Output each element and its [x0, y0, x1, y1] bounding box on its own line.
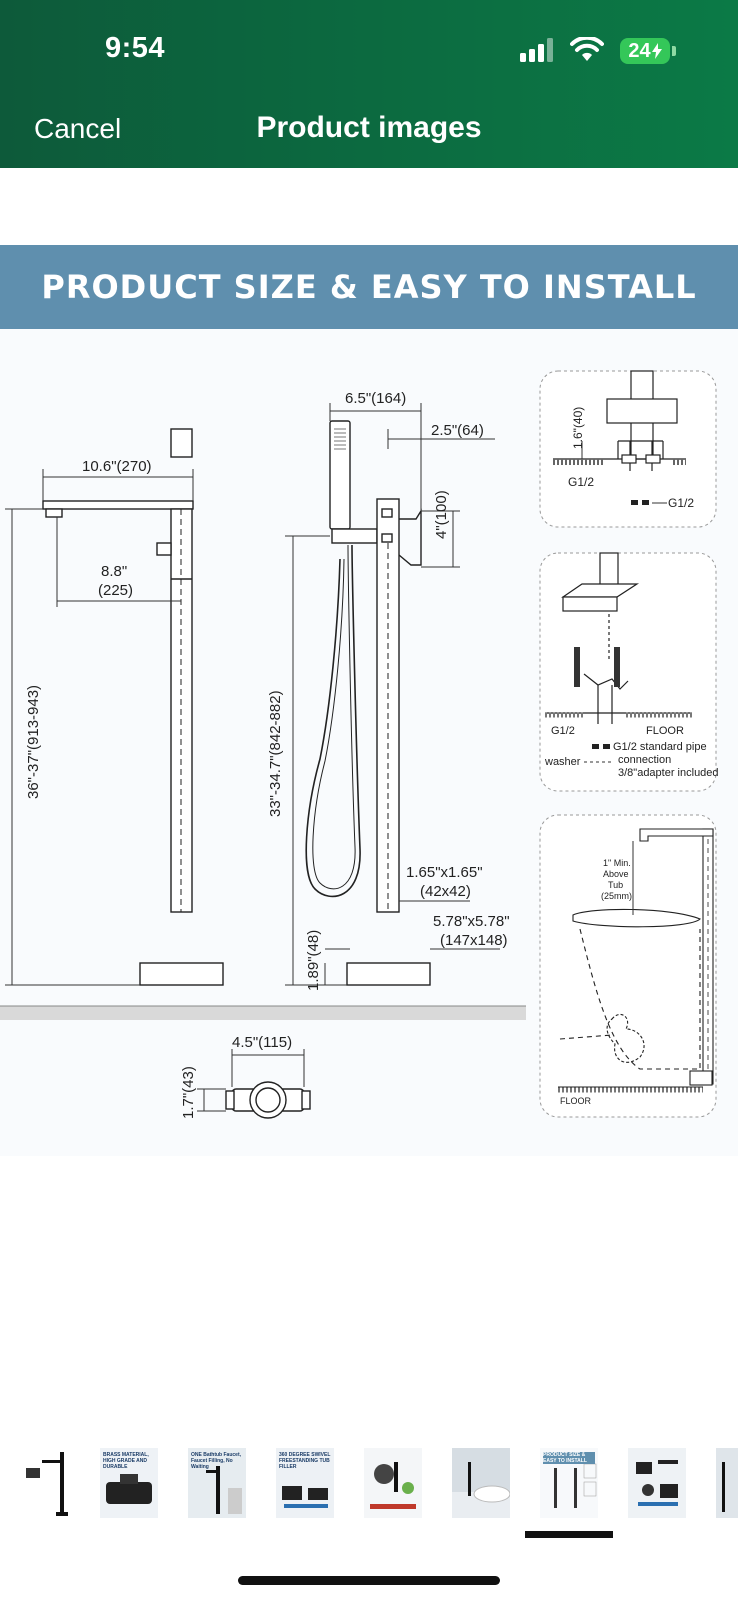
dimension-drawing: 10.6"(270) 8.8" (225) 36"-37"(913-943)	[0, 370, 719, 1119]
home-indicator[interactable]	[238, 1576, 500, 1585]
thumbnail-9[interactable]	[716, 1448, 738, 1518]
wifi-icon	[570, 37, 604, 61]
dim-6-5: 6.5"(164)	[345, 390, 406, 407]
battery-level: 24	[628, 39, 651, 62]
dim-33-34: 33"-34.7"(842-882)	[267, 690, 284, 817]
dim-2-5: 2.5"(64)	[431, 422, 484, 439]
left-dimension-lines	[5, 469, 194, 986]
cellular-signal-icon	[520, 38, 553, 62]
product-banner: PRODUCT SIZE & EASY TO INSTALL	[0, 245, 738, 329]
panel1-dim-1-6: 1.6"(40)	[571, 407, 585, 449]
dim-1-7: 1.7"(43)	[180, 1066, 197, 1119]
thumbnail-4[interactable]: 360 DEGREE SWIVEL FREESTANDING TUB FILLE…	[276, 1448, 334, 1518]
install-panel-1: 1.6"(40) G1/2 G1/2	[539, 370, 717, 528]
active-thumbnail-indicator	[525, 1531, 613, 1538]
dim-8-8-a: 8.8"	[101, 563, 127, 580]
panel2-adapter: 3/8"adapter included	[618, 767, 719, 779]
status-icons	[520, 36, 604, 64]
panel3-min: 1" Min.	[603, 858, 631, 868]
panel1-g12-b: G1/2	[668, 496, 694, 510]
battery-tip	[672, 46, 676, 56]
thumbnail-1[interactable]	[12, 1448, 70, 1518]
top-header: 9:54 24 Cancel Product images	[0, 0, 738, 168]
thumbnail-strip: BRASS MATERIAL, HIGH GRADE AND DURABLE O…	[0, 1448, 738, 1518]
dim-36-37: 36"-37"(913-943)	[25, 685, 42, 799]
thumbnail-8[interactable]	[628, 1448, 686, 1518]
battery-indicator: 24	[620, 38, 670, 64]
thumbnail-3-caption: ONE Bathtub Faucet, Faucet Filling, No W…	[191, 1452, 242, 1470]
thumbnail-3[interactable]: ONE Bathtub Faucet, Faucet Filling, No W…	[188, 1448, 246, 1518]
install-panel-3: 1" Min. Above Tub (25mm) FLOOR	[539, 814, 717, 1118]
faucet-front-view	[305, 420, 431, 986]
panel1-g12-a: G1/2	[568, 475, 594, 489]
panel3-tub: Tub	[608, 880, 623, 890]
thumbnail-7-caption: PRODUCT SIZE & EASY TO INSTALL	[543, 1452, 595, 1464]
dim-8-8-b: (225)	[98, 582, 133, 599]
thumbnail-5[interactable]	[364, 1448, 422, 1518]
dim-5-78-a: 5.78"x5.78"	[433, 913, 510, 930]
panel2-std-pipe: G1/2 standard pipe	[613, 741, 707, 753]
product-dimension-diagram: 10.6"(270) 8.8" (225) 36"-37"(913-943)	[0, 329, 738, 1156]
thumbnail-2-caption: BRASS MATERIAL, HIGH GRADE AND DURABLE	[103, 1452, 149, 1470]
page-title: Product images	[256, 111, 482, 144]
charging-bolt-icon	[651, 43, 662, 59]
faucet-side-view	[42, 428, 224, 986]
panel3-mm: (25mm)	[601, 891, 632, 901]
panel3-floor: FLOOR	[560, 1096, 592, 1106]
panel2-floor: FLOOR	[646, 725, 684, 737]
thumbnail-4-caption: 360 DEGREE SWIVEL FREESTANDING TUB FILLE…	[279, 1452, 331, 1470]
cancel-button[interactable]: Cancel	[34, 113, 122, 144]
thumbnail-7-active[interactable]: PRODUCT SIZE & EASY TO INSTALL	[540, 1448, 598, 1518]
ground-strip	[0, 1006, 526, 1020]
panel2-washer: washer	[544, 756, 581, 768]
dim-1-65-a: 1.65"x1.65"	[406, 864, 483, 881]
panel2-g12: G1/2	[551, 725, 575, 737]
base-plate-view	[225, 1081, 311, 1119]
dim-4-5: 4.5"(115)	[232, 1034, 292, 1051]
thumbnail-2[interactable]: BRASS MATERIAL, HIGH GRADE AND DURABLE	[100, 1448, 158, 1518]
panel2-connection: connection	[618, 754, 671, 766]
install-panel-2: FLOOR G1/2 G1/2 standard pipe connection…	[539, 552, 719, 792]
panel3-above: Above	[603, 869, 629, 879]
dim-10-6: 10.6"(270)	[82, 458, 152, 475]
dim-1-89: 1.89"(48)	[305, 930, 322, 991]
status-time: 9:54	[105, 32, 166, 64]
dim-1-65-b: (42x42)	[420, 883, 471, 900]
thumbnail-6[interactable]	[452, 1448, 510, 1518]
dim-4: 4"(100)	[433, 490, 450, 539]
right-dimension-lines	[285, 403, 500, 986]
faucet-thumbnail-image	[26, 1452, 68, 1516]
dim-5-78-b: (147x148)	[440, 932, 508, 949]
